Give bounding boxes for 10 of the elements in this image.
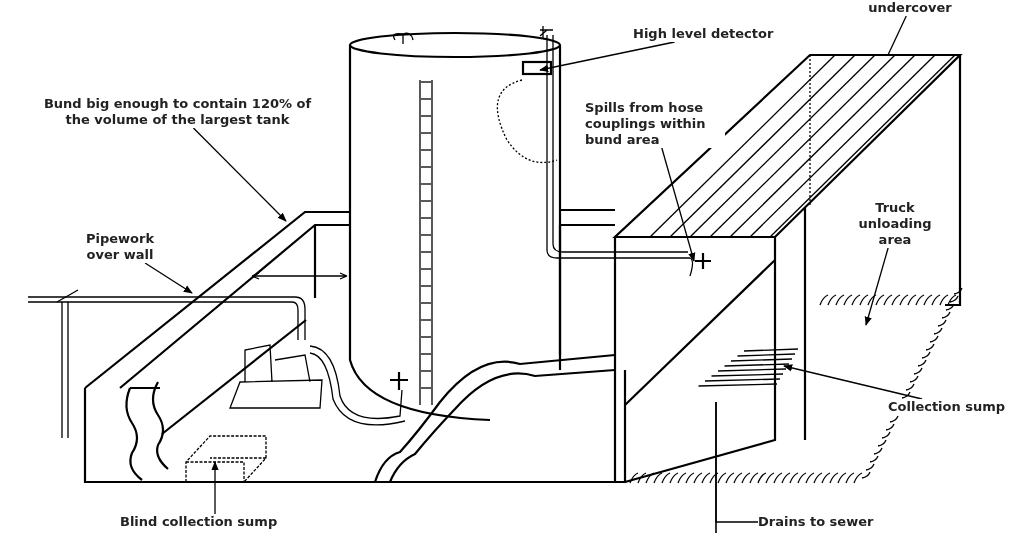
- leader-line: [192, 127, 287, 222]
- leader-line: [661, 147, 696, 262]
- leader-line: [864, 247, 889, 326]
- callout-label: Spills from hose couplings within bund area: [585, 100, 725, 148]
- leader-line: [887, 15, 907, 56]
- leader-line: [783, 364, 923, 400]
- leader-line: [211, 461, 219, 515]
- leader-line: [144, 262, 193, 294]
- leader-line: [715, 401, 759, 523]
- leader-line: [539, 41, 676, 72]
